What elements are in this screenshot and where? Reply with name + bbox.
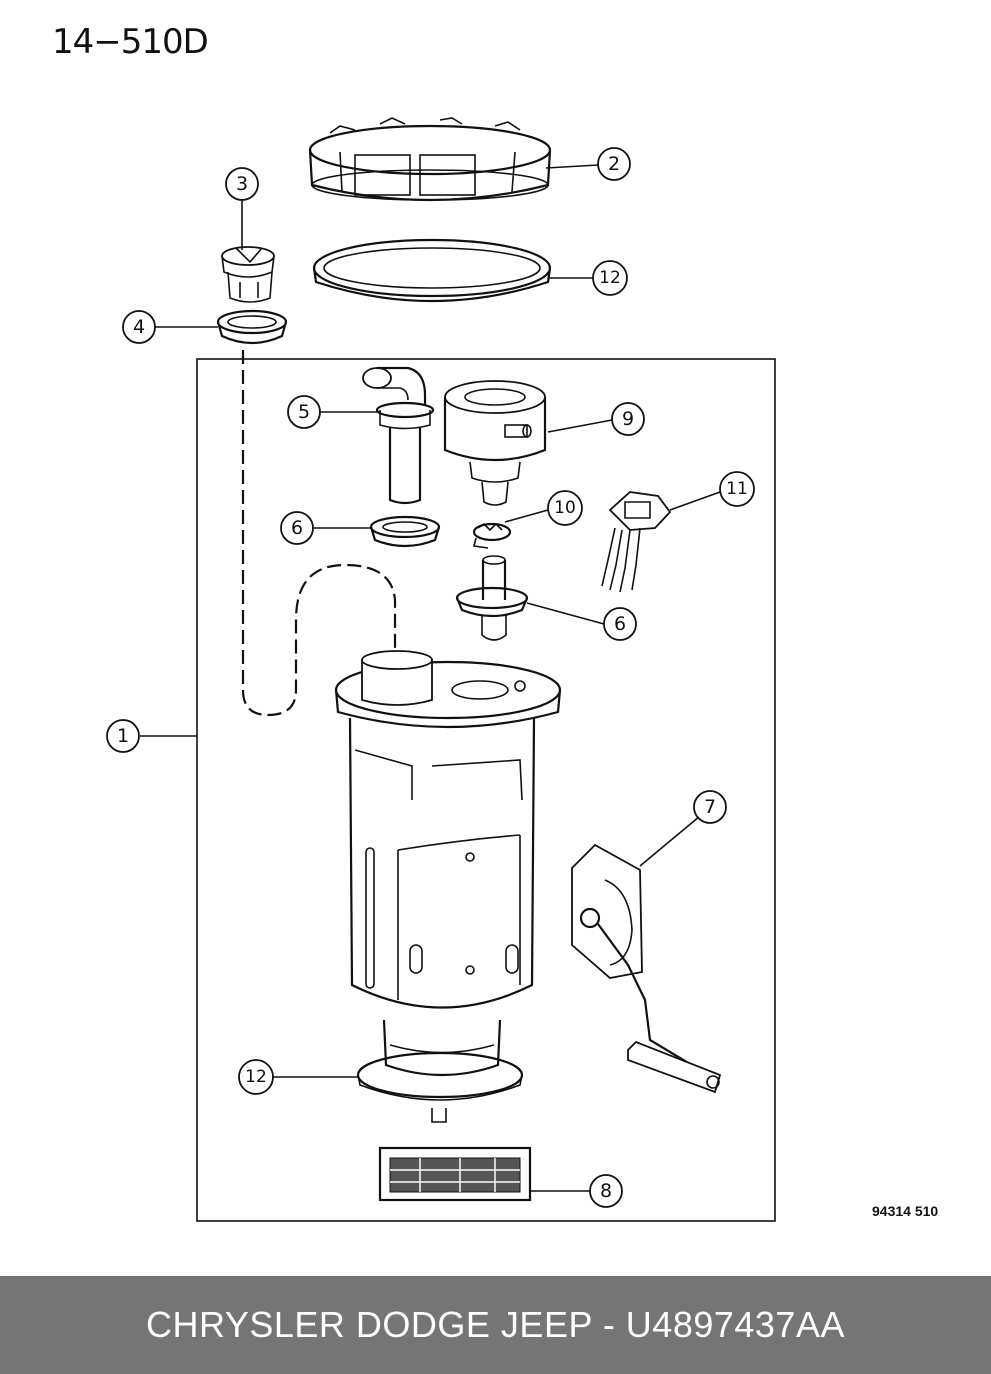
check-valve-cap-part xyxy=(221,246,275,303)
callout-11: 11 xyxy=(719,471,755,507)
callout-9: 9 xyxy=(611,402,645,436)
svg-text:5: 5 xyxy=(298,401,310,423)
grommet-part xyxy=(216,309,288,345)
svg-text:7: 7 xyxy=(704,796,716,818)
svg-text:9: 9 xyxy=(622,408,634,430)
lock-ring-part xyxy=(308,117,552,202)
callout-5: 5 xyxy=(287,395,321,429)
callout-1: 1 xyxy=(106,719,140,753)
footer-caption-bar: CHRYSLER DODGE JEEP - U4897437AA xyxy=(0,1276,991,1374)
svg-text:2: 2 xyxy=(608,153,620,175)
callout-7: 7 xyxy=(693,790,727,824)
grommet-right-part xyxy=(455,555,529,641)
callout-6-right: 6 xyxy=(603,607,637,641)
callout-4: 4 xyxy=(122,310,156,344)
hose-clamp-part xyxy=(472,522,512,549)
inlet-filter-part xyxy=(378,1146,532,1202)
callout-12-lower: 12 xyxy=(238,1059,274,1095)
page-code: 14−510D xyxy=(52,22,209,62)
callout-2: 2 xyxy=(597,147,631,181)
elbow-fitting-part xyxy=(362,366,435,505)
wiring-connector-part xyxy=(601,491,672,593)
svg-text:6: 6 xyxy=(291,517,303,539)
grommet-left-part xyxy=(369,515,441,548)
svg-text:1: 1 xyxy=(117,725,129,747)
svg-text:3: 3 xyxy=(236,173,248,195)
svg-text:4: 4 xyxy=(133,316,145,338)
svg-text:8: 8 xyxy=(600,1180,612,1202)
svg-text:12: 12 xyxy=(599,268,621,288)
callout-10: 10 xyxy=(547,490,583,526)
svg-text:11: 11 xyxy=(726,479,748,499)
callout-3: 3 xyxy=(225,167,259,201)
tank-seal-upper-part xyxy=(312,238,552,303)
vent-hose-path xyxy=(241,350,397,717)
fuel-level-sender-part xyxy=(571,843,722,1094)
fuel-pump-module-exploded-diagram: 1 2 3 4 5 6 6 7 8 9 10 11 12 12 xyxy=(106,117,776,1222)
callout-6-left: 6 xyxy=(280,511,314,545)
reference-code: 94314 510 xyxy=(872,1203,939,1219)
callout-8: 8 xyxy=(589,1174,623,1208)
footer-caption: CHRYSLER DODGE JEEP - U4897437AA xyxy=(146,1304,845,1345)
svg-text:10: 10 xyxy=(554,498,576,518)
svg-text:12: 12 xyxy=(245,1067,267,1087)
svg-text:6: 6 xyxy=(614,613,626,635)
assembly-frame xyxy=(196,358,776,1222)
callout-12-upper: 12 xyxy=(592,260,628,296)
leader-lines xyxy=(140,164,721,1192)
fuel-pressure-regulator-part xyxy=(443,380,547,506)
fuel-pump-module-part xyxy=(334,650,562,1123)
